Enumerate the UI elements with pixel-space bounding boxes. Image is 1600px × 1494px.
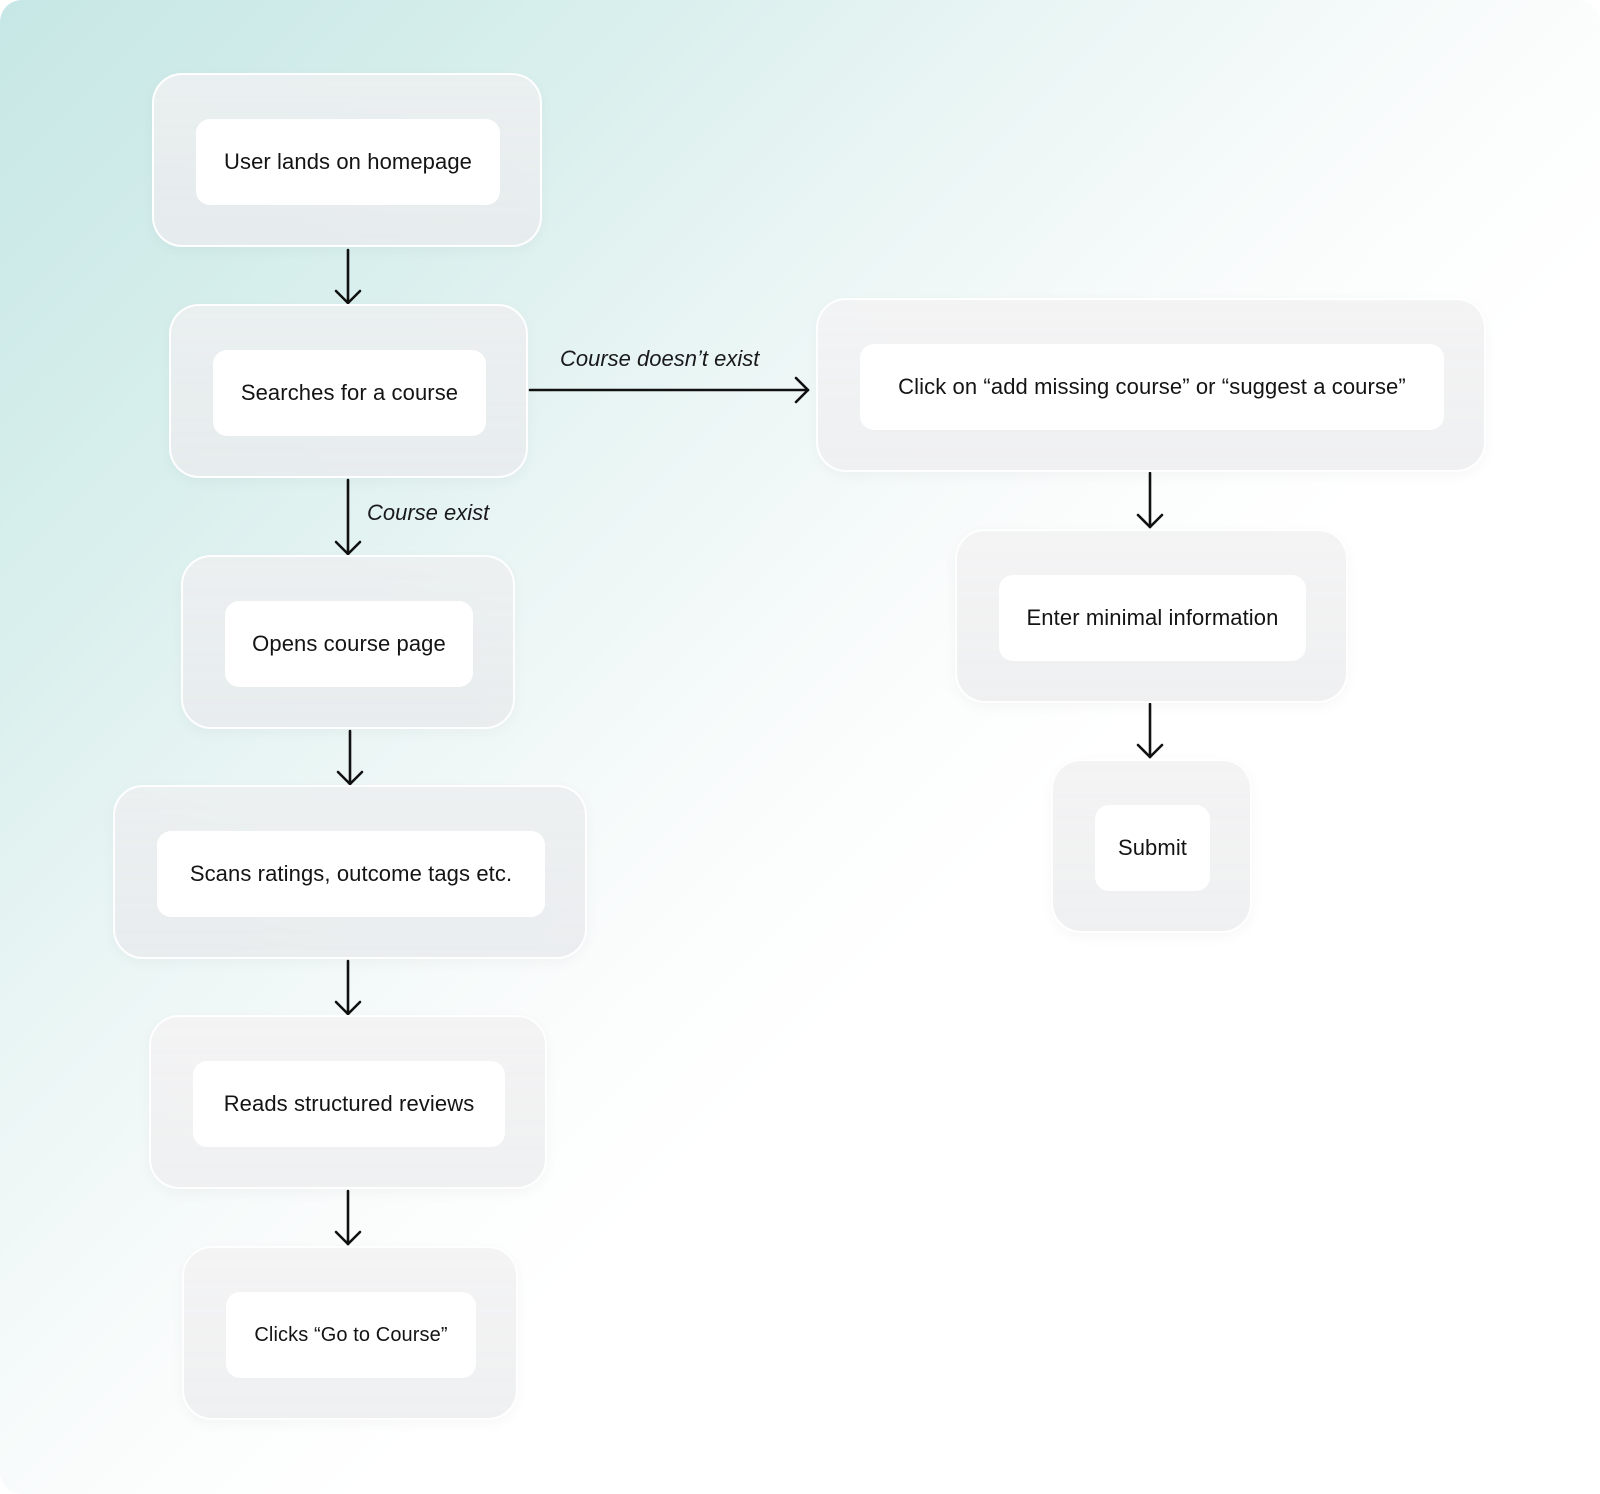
node-enter-info: Enter minimal information [999, 575, 1306, 661]
edge-label-course-exists: Course exist [367, 500, 490, 525]
node-card-open-course: Opens course page [181, 555, 515, 729]
arrow-search-to-add-missing [528, 376, 810, 404]
node-reviews: Reads structured reviews [193, 1061, 505, 1147]
node-card-homepage: User lands on homepage [152, 73, 542, 247]
edge-label-course-missing: Course doesn’t exist [560, 346, 760, 371]
arrow-reviews-to-go-to-course [334, 1189, 362, 1246]
node-card-go-to-course: Clicks “Go to Course” [182, 1246, 518, 1420]
arrow-scan-to-reviews [334, 959, 362, 1016]
node-open-course: Opens course page [225, 601, 473, 687]
node-card-reviews: Reads structured reviews [149, 1015, 547, 1189]
node-card-enter-info: Enter minimal information [955, 529, 1348, 703]
arrow-search-to-open-course [334, 478, 362, 556]
node-submit: Submit [1095, 805, 1210, 891]
node-add-missing: Click on “add missing course” or “sugges… [860, 344, 1444, 430]
node-search: Searches for a course [213, 350, 486, 436]
node-card-submit: Submit [1051, 759, 1252, 933]
arrow-enter-info-to-submit [1136, 702, 1164, 759]
node-card-scan: Scans ratings, outcome tags etc. [113, 785, 587, 959]
arrow-open-course-to-scan [336, 729, 364, 786]
arrow-add-missing-to-enter-info [1136, 471, 1164, 529]
node-homepage: User lands on homepage [196, 119, 500, 205]
node-card-search: Searches for a course [169, 304, 528, 478]
node-go-to-course: Clicks “Go to Course” [226, 1292, 476, 1378]
node-scan: Scans ratings, outcome tags etc. [157, 831, 545, 917]
node-card-add-missing: Click on “add missing course” or “sugges… [816, 298, 1486, 472]
arrow-homepage-to-search [334, 248, 362, 305]
